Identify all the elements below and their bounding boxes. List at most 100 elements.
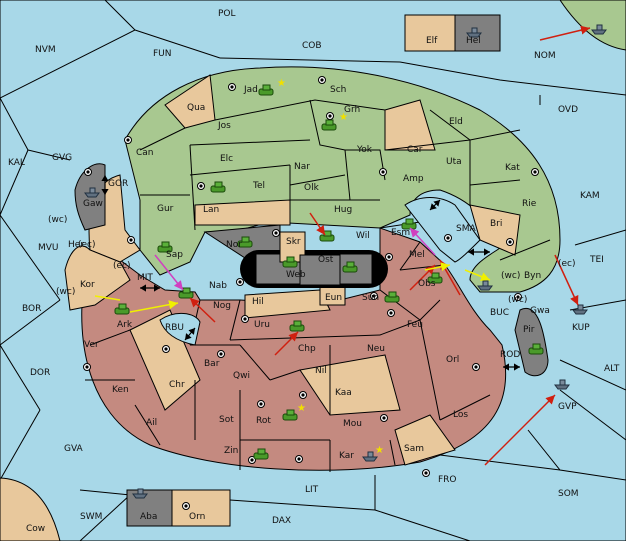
label-Car: Car — [407, 145, 423, 155]
label-Tel: Tel — [252, 181, 265, 191]
army-unit-icon — [178, 287, 194, 299]
coast-label: (ec) — [558, 259, 576, 269]
label-TEI: TEI — [589, 255, 604, 265]
fleet-unit-icon — [572, 304, 588, 315]
coast-label: (ec) — [78, 240, 96, 250]
label-Nog: Nog — [213, 301, 231, 311]
arrow-red — [189, 297, 216, 323]
label-GOR: GOR — [108, 179, 128, 189]
label-Grh: Grh — [344, 105, 360, 115]
supply-center-icon — [514, 293, 522, 301]
label-GVP: GVP — [558, 402, 577, 412]
supply-center-icon — [326, 112, 334, 120]
label-Chr: Chr — [169, 380, 185, 390]
army-unit-icon — [282, 256, 298, 268]
label-Bar: Bar — [204, 359, 220, 369]
label-Lan: Lan — [203, 205, 219, 215]
label-GVG: GVG — [52, 153, 72, 163]
label-KAL: KAL — [8, 158, 25, 168]
label-Eun: Eun — [325, 293, 342, 303]
star-marker-icon: ★ — [297, 403, 306, 414]
label-Can: Can — [136, 148, 154, 158]
label-Gwa: Gwa — [530, 306, 550, 316]
supply-center-icon — [422, 469, 430, 477]
label-Sap: Sap — [166, 250, 183, 260]
label-Qua: Qua — [187, 103, 205, 113]
supply-center-icon — [370, 292, 378, 300]
fleet-unit-icon — [362, 451, 378, 462]
supply-center-icon — [162, 345, 170, 353]
supply-center-icon — [236, 278, 244, 286]
coast-label: (ec) — [113, 261, 131, 271]
army-unit-icon — [528, 343, 544, 355]
label-Kar: Kar — [339, 451, 354, 461]
supply-center-icon — [387, 309, 395, 317]
army-unit-icon — [210, 181, 226, 193]
label-Pir: Pir — [523, 325, 535, 335]
label-Jos: Jos — [217, 121, 231, 131]
army-unit-icon — [427, 272, 443, 284]
label-Sch: Sch — [330, 85, 346, 95]
supply-center-icon — [380, 414, 388, 422]
label-Nil: Nil — [315, 366, 327, 376]
supply-center-icon — [531, 168, 539, 176]
label-Byn: Byn — [524, 271, 541, 281]
label-Nab: Nab — [209, 281, 227, 291]
star-marker-icon: ★ — [277, 78, 286, 89]
coast-label: (wc) — [501, 271, 520, 281]
label-Orn: Orn — [189, 512, 205, 522]
arrow-magenta — [154, 254, 184, 291]
star-marker-icon: ★ — [375, 445, 384, 456]
label-Zin: Zin — [224, 446, 238, 456]
label-Olk: Olk — [304, 183, 320, 193]
label-Ken: Ken — [112, 385, 129, 395]
supply-center-icon — [272, 229, 280, 237]
label-Obs: Obs — [418, 279, 436, 289]
arrow-red — [274, 331, 299, 356]
units: ★★★★ — [84, 24, 607, 499]
label-BOR: BOR — [22, 304, 41, 314]
label-Cow: Cow — [26, 524, 45, 534]
label-LIT: LIT — [305, 485, 319, 495]
label-Mel: Mel — [409, 250, 425, 260]
coast-label: (wc) — [56, 287, 75, 297]
label-NVM: NVM — [35, 45, 56, 55]
army-unit-icon — [253, 448, 269, 460]
fleet-unit-icon — [591, 24, 607, 35]
supply-center-icon — [379, 168, 387, 176]
sea-inlet-SMA — [404, 197, 481, 263]
green-territories — [124, 66, 561, 293]
arrow-red — [554, 254, 579, 306]
label-BUC: BUC — [490, 308, 509, 318]
label-Rie: Rie — [522, 199, 537, 209]
supply-center-icon — [248, 456, 256, 464]
label-FRO: FRO — [438, 475, 457, 485]
label-Jad: Jad — [243, 85, 258, 95]
supply-centers — [83, 76, 539, 510]
fleet-unit-icon — [554, 379, 570, 390]
adjacency-arrow — [429, 199, 441, 211]
label-SOM: SOM — [558, 489, 579, 499]
label-NOM: NOM — [534, 51, 556, 61]
label-ROD: ROD — [500, 350, 520, 360]
label-Chp: Chp — [298, 344, 316, 354]
tan-tiles — [129, 74, 521, 466]
fleet-unit-icon — [477, 280, 493, 291]
label-Gur: Gur — [157, 204, 174, 214]
label-Sam: Sam — [404, 444, 424, 454]
label-Ver: Ver — [84, 340, 99, 350]
label-Qwi: Qwi — [233, 371, 250, 381]
label-RBU: RBU — [165, 323, 184, 333]
army-unit-icon — [237, 236, 253, 248]
label-Elf: Elf — [426, 36, 438, 46]
label-Elc: Elc — [220, 154, 233, 164]
label-Uru: Uru — [254, 320, 270, 330]
coast-label: (wc) — [508, 295, 527, 305]
army-unit-icon — [289, 320, 305, 332]
supply-center-icon — [472, 363, 480, 371]
region-Ost — [299, 254, 341, 286]
fleet-unit-icon — [132, 488, 148, 499]
label-Ail: Ail — [146, 418, 157, 428]
army-unit-icon — [282, 409, 298, 421]
